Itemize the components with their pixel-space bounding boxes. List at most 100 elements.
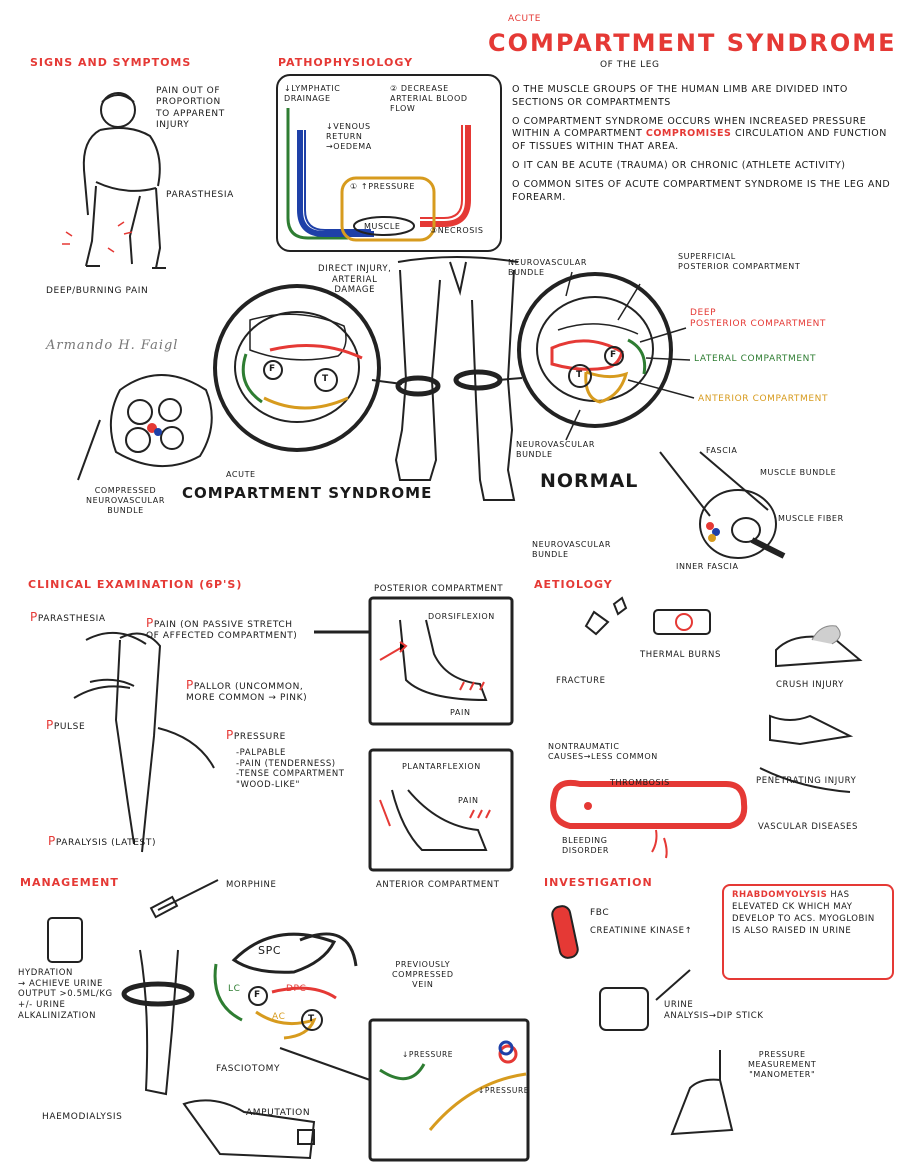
thermal-burns-label: THERMAL BURNS (640, 650, 721, 660)
intro-bullet-2: o COMPARTMENT SYNDROME OCCURS WHEN INCRE… (512, 115, 887, 153)
muscle-fiber-label: MUSCLE FIBER (778, 514, 844, 523)
nv-bundle-bottom: NEUROVASCULAR BUNDLE (516, 440, 596, 459)
clin-pulse: PPULSE (46, 718, 86, 732)
hydration-label: HYDRATION → ACHIEVE URINE OUTPUT >0.5ml/… (18, 968, 113, 1021)
dorsiflexion-box (368, 596, 514, 726)
acs-cylinder (77, 374, 213, 481)
clin-pain: PPAIN (ON PASSIVE STRETCH OF AFFECTED CO… (146, 616, 298, 642)
leg-bands (395, 369, 503, 397)
muscle-fiber-cylinder (659, 451, 786, 559)
plantarflexion-label: PLANTARFLEXION (402, 762, 481, 771)
page-subtitle: OF THE LEG (600, 60, 660, 70)
necrosis-label: ③NECROSIS (430, 226, 484, 235)
bleeding-label: BLEEDING DISORDER (562, 836, 610, 855)
dorsiflexion-label: DORSIFLEXION (428, 612, 495, 621)
fascia-label: FASCIA (706, 446, 738, 455)
investigation-drawings (551, 905, 734, 1136)
urine-analysis-label: URINE ANALYSIS→DIP STICK (664, 1000, 764, 1021)
posterior-compartment-title: POSTERIOR COMPARTMENT (374, 584, 504, 594)
clin-pressure-items: -PALPABLE -PAIN (TENDERNESS) -TENSE COMP… (236, 748, 345, 790)
clin-pallor: PPALLOR (UNCOMMON, MORE COMMON → PINK) (186, 678, 308, 704)
fracture-label: FRACTURE (556, 676, 606, 686)
plantarflexion-box (368, 748, 514, 872)
fasc-t-label: T (308, 1014, 315, 1024)
fasc-f-label: F (254, 990, 261, 1000)
management-drawings (47, 879, 316, 1160)
aetiology-drawings (584, 596, 863, 793)
ck-label: CREATININE KINASE↑ (590, 926, 693, 936)
pain-out-of-proportion: PAIN OUT OF PROPORTION TO APPARENT INJUR… (156, 86, 225, 130)
deep-pain-label: DEEP/BURNING PAIN (46, 286, 149, 296)
haemodialysis-label: HAEMODIALYSIS (42, 1112, 123, 1122)
morphine-label: MORPHINE (226, 880, 277, 890)
nontraumatic-label: NONTRAUMATIC CAUSES→LESS COMMON (548, 742, 658, 761)
amputation-label: AMPUTATION (246, 1108, 311, 1118)
compressed-bundle-label: COMPRESSED NEUROVASCULAR BUNDLE (86, 486, 166, 515)
lateral-compartment-label: LATERAL COMPARTMENT (694, 354, 817, 364)
dpc-label: DPC (286, 984, 307, 994)
normal-leader-lines (565, 271, 695, 441)
vascular-diagram (550, 779, 748, 859)
artist-signature: Armando H. Faigl (46, 338, 179, 353)
pathophysiology-box (276, 74, 502, 252)
rhabdo-box (722, 884, 894, 980)
prev-compressed-label: PREVIOUSLY COMPRESSED VEIN (392, 960, 454, 989)
decreased-pressure-2: ↓PRESSURE (478, 1086, 530, 1095)
management-header: MANAGEMENT (20, 876, 119, 889)
inner-fascia-label: INNER FASCIA (676, 562, 739, 571)
acs-bone-f: F (269, 364, 276, 374)
direct-injury-label: DIRECT INJURY, ARTERIAL DAMAGE (318, 264, 392, 296)
anterior-compartment-label: ANTERIOR COMPARTMENT (698, 394, 829, 404)
intro-bullet-4: o COMMON SITES OF ACUTE COMPARTMENT SYND… (512, 178, 891, 203)
aetiology-header: AETIOLOGY (534, 578, 613, 591)
crush-injury-label: CRUSH INJURY (776, 680, 844, 690)
acs-small-acute: ACUTE (226, 470, 256, 479)
fasciotomy-label: FASCIOTOMY (216, 1064, 281, 1074)
seated-patient-drawing (82, 92, 166, 269)
venous-label: ↓VENOUS RETURN →OEDEMA (326, 122, 372, 151)
parasthesia-label: PARASTHESIA (166, 190, 234, 200)
decreased-pressure-1: ↓PRESSURE (402, 1050, 454, 1059)
nv-bundle-top: NEUROVASCULAR BUNDLE (508, 258, 588, 277)
dorsiflexion-arrows (379, 641, 485, 691)
clin-pressure: PPRESSURE (226, 728, 286, 742)
lymphatic-label: ↓LYMPHATIC DRAINAGE (284, 84, 341, 103)
vascular-label: VASCULAR DISEASES (758, 822, 858, 832)
title-acute: ACUTE (508, 14, 542, 24)
acs-label: COMPARTMENT SYNDROME (182, 484, 433, 502)
spc-label: SPC (258, 944, 282, 957)
plantarflexion-arrows (379, 799, 491, 827)
intro-bullet-1: o THE MUSCLE GROUPS OF THE HUMAN LIMB AR… (512, 84, 848, 108)
clinical-header: CLINICAL EXAMINATION (6P's) (28, 578, 243, 591)
acs-bone-t: T (322, 374, 329, 384)
decrease-flow-label: ② DECREASE ARTERIAL BLOOD FLOW (390, 84, 468, 113)
penetrating-label: PENETRATING INJURY (756, 776, 857, 786)
thrombosis-label: THROMBOSIS (610, 778, 670, 787)
rhabdo-text: RHABDOMYOLYSIS HAS ELEVATED CK WHICH MAY… (732, 890, 875, 936)
pain-marks (62, 221, 133, 253)
leg-drawing (394, 256, 519, 501)
clin-paralysis: PPARALYSIS (LATEST) (48, 834, 157, 848)
acs-cross-section (213, 284, 381, 452)
plantarflexion-pain: PAIN (458, 796, 479, 805)
signs-header: SIGNS AND SYMPTOMS (30, 56, 192, 69)
normal-label: NORMAL (540, 470, 639, 492)
vein-zoom-box (279, 1018, 530, 1162)
normal-bone-f: F (610, 350, 617, 360)
fbc-label: FBC (590, 908, 610, 918)
page-title: COMPARTMENT SYNDROME (488, 29, 897, 57)
investigation-header: INVESTIGATION (544, 876, 653, 889)
fasciotomy-diagram (213, 932, 358, 1040)
intro-bullets: o THE MUSCLE GROUPS OF THE HUMAN LIMB AR… (512, 84, 892, 205)
pressure-measurement-label: PRESSURE MEASUREMENT "MANOMETER" (748, 1050, 817, 1079)
muscle-label: MUSCLE (364, 222, 401, 231)
nv-bundle-cylinder: NEUROVASCULAR BUNDLE (532, 540, 612, 559)
deep-posterior-label: DEEP POSTERIOR COMPARTMENT (690, 308, 827, 330)
intro-bullet-3: o IT CAN BE ACUTE (TRAUMA) OR CHRONIC (A… (512, 160, 846, 172)
ac-label: AC (272, 1012, 286, 1022)
leg-exam-drawing (73, 631, 215, 853)
pressure-label: ① ↑PRESSURE (350, 182, 416, 191)
clin-parasthesia: PPARASTHESIA (30, 610, 106, 624)
normal-cross-section (517, 272, 673, 428)
